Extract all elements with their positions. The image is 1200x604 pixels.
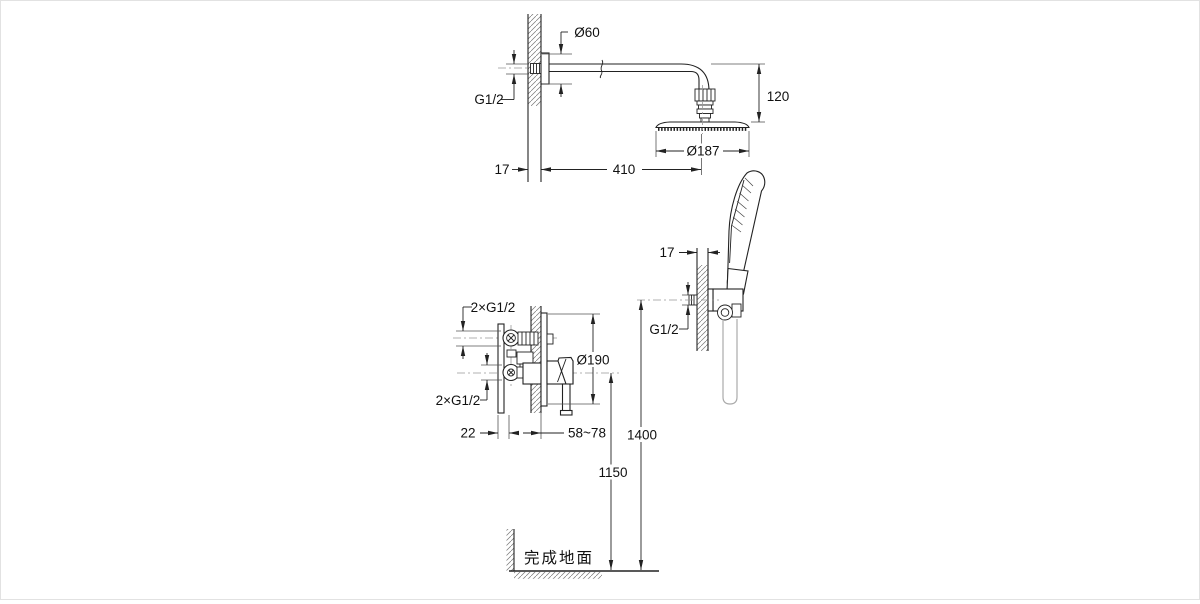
label-plate-offset: 22 — [460, 426, 475, 441]
head-connector — [694, 88, 716, 123]
label-trim-dia: Ø190 — [576, 353, 609, 368]
overhead-shower: Ø60 G1/2 120 17 — [474, 14, 789, 182]
dim-head-drop: 120 — [711, 63, 790, 123]
bottom-port — [502, 363, 525, 382]
dim-trim-dia: Ø190 — [548, 313, 611, 405]
label-install-depth: 58~78 — [568, 426, 606, 441]
dim-flange-dia: Ø60 — [542, 25, 600, 97]
top-outlet-stub — [546, 333, 554, 345]
label-outlet-thread: G1/2 — [649, 322, 678, 337]
hose-nut — [717, 304, 733, 321]
shower-hose — [722, 319, 738, 405]
hose-elbow — [731, 303, 742, 318]
escutcheon-plate — [540, 312, 548, 407]
height-dimensions: 1150 1400 — [596, 300, 658, 570]
wall-corner-hatch — [506, 529, 514, 571]
floor-hatch — [514, 571, 602, 579]
concealed-valve: 2×G1/2 2×G1/2 Ø190 — [436, 300, 619, 441]
wall-section-hand — [696, 248, 709, 351]
label-finished-floor: 完成地面 — [524, 549, 594, 567]
dim-arm-thread: G1/2 — [474, 50, 529, 107]
label-wall-thickness-top: 17 — [494, 162, 509, 177]
label-head-drop: 120 — [767, 89, 790, 104]
arm-flange — [540, 52, 550, 85]
label-hand-outlet-height: 1400 — [627, 428, 657, 443]
label-wall-thickness-hand: 17 — [659, 245, 674, 260]
floor: 完成地面 — [506, 529, 659, 579]
wall-section-top — [527, 14, 542, 182]
label-head-dia: Ø187 — [686, 144, 719, 159]
break-mark — [599, 59, 604, 79]
dim-top-ports: 2×G1/2 — [456, 300, 515, 359]
lever-handle — [546, 356, 574, 416]
arm-wall-thread — [530, 63, 542, 74]
dim-wall-thickness-top: 17 — [494, 162, 528, 177]
dim-hand-outlet-height: 1400 — [626, 300, 658, 570]
label-flange-dia: Ø60 — [574, 25, 600, 40]
hand-shower: 17 G1/2 — [637, 170, 766, 405]
cartridge-housing — [522, 362, 542, 385]
label-valve-height: 1150 — [598, 465, 627, 480]
dim-outlet-thread: G1/2 — [649, 282, 691, 337]
top-port — [502, 329, 539, 347]
dim-plate-offset: 22 — [460, 413, 542, 441]
label-bottom-ports: 2×G1/2 — [436, 393, 481, 408]
label-top-ports: 2×G1/2 — [471, 300, 516, 315]
dim-install-depth: 58~78 — [523, 426, 606, 441]
dim-head-dia: Ø187 — [655, 131, 750, 159]
dim-valve-height: 1150 — [596, 373, 628, 570]
spray-face-hatch — [731, 177, 754, 233]
shower-arm — [549, 59, 710, 92]
hand-shower-head — [726, 170, 766, 293]
dim-arm-reach: 410 — [541, 134, 702, 177]
label-arm-thread: G1/2 — [474, 92, 503, 107]
dim-bottom-ports: 2×G1/2 — [436, 353, 502, 408]
label-arm-reach: 410 — [613, 162, 636, 177]
dim-wall-thickness-hand: 17 — [659, 245, 720, 260]
